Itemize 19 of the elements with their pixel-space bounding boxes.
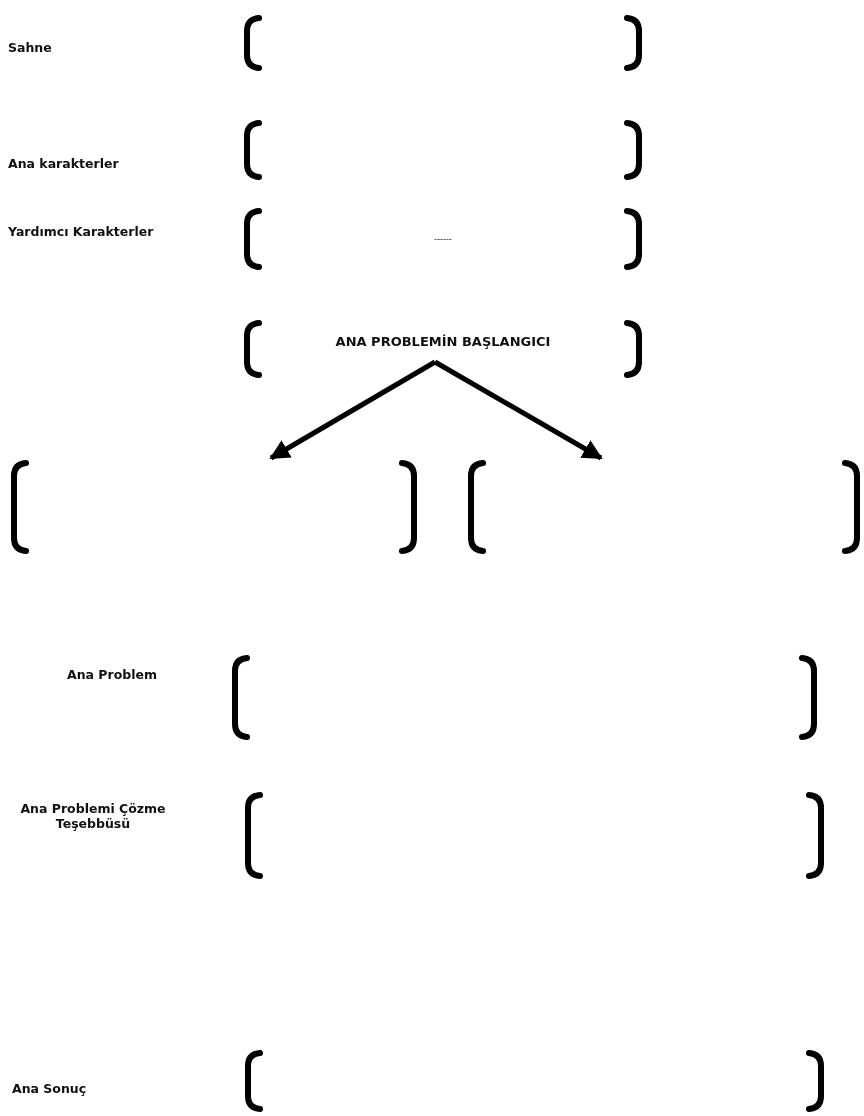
bracket-frame bbox=[243, 208, 643, 270]
bracket-frame bbox=[244, 1050, 825, 1112]
bracket-frame bbox=[244, 792, 825, 879]
arrow bbox=[269, 359, 437, 461]
arrow bbox=[433, 359, 603, 461]
placeholder-dashes: ------ bbox=[434, 234, 452, 244]
row-label: Ana Sonuç bbox=[12, 1081, 87, 1096]
row-label: Yardımcı Karakterler bbox=[8, 224, 154, 239]
row-label: Ana Problemi Çözme Teşebbüsü bbox=[19, 801, 167, 831]
row-label: Ana Problem bbox=[67, 667, 157, 682]
bracket-frame bbox=[243, 320, 643, 378]
row-label: Sahne bbox=[8, 40, 52, 55]
bracket-frame bbox=[243, 15, 643, 71]
node-text: ANA PROBLEMİN BAŞLANGICI bbox=[335, 334, 551, 349]
bracket-frame bbox=[10, 460, 418, 554]
bracket-frame bbox=[231, 655, 818, 740]
bracket-frame bbox=[467, 460, 861, 554]
row-label: Ana karakterler bbox=[8, 156, 119, 171]
bracket-frame bbox=[243, 120, 643, 180]
